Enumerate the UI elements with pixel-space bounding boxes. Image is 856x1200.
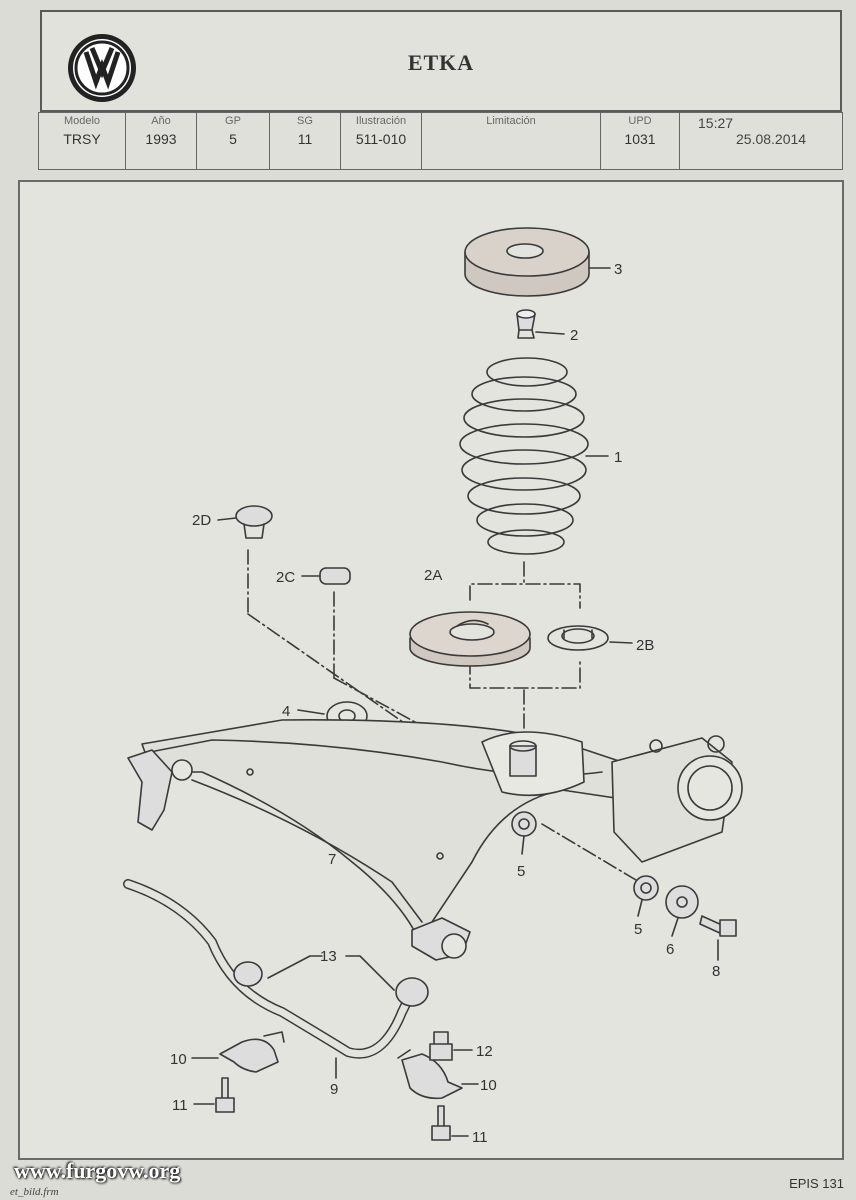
- limitacion-cell: Limitación: [421, 112, 601, 170]
- time-value: 15:27: [698, 115, 734, 131]
- callout-12: 12: [476, 1043, 493, 1060]
- bolt-11-icon-2: [431, 1105, 451, 1141]
- gp-label: GP: [225, 115, 241, 127]
- callout-4: 4: [282, 703, 290, 720]
- ilustracion-label: Ilustración: [355, 115, 407, 127]
- callout-10-left: 10: [170, 1051, 187, 1068]
- callout-9: 9: [330, 1081, 338, 1098]
- ring-icon: [547, 625, 609, 651]
- modelo-label: Modelo: [63, 115, 101, 127]
- page-id: EPIS 131: [789, 1176, 844, 1191]
- callout-5-upper: 5: [517, 863, 525, 880]
- bushing-icon-2: [633, 875, 659, 901]
- callout-1: 1: [614, 449, 622, 466]
- callout-2d: 2D: [192, 512, 211, 529]
- wheel-hub-icon: [611, 735, 743, 863]
- date-value: 25.08.2014: [736, 131, 807, 147]
- callout-2a: 2A: [424, 567, 442, 584]
- limitacion-label: Limitación: [486, 115, 536, 127]
- diagram-svg: 3 2 1 2D 2C 2A 2B 4 7 5 5 6 8 13 9 10 10…: [123, 227, 743, 1146]
- bushing-icon: [511, 811, 537, 837]
- callout-10-right: 10: [480, 1077, 497, 1094]
- stabilizer-bar-icon: [123, 879, 429, 1059]
- bump-stop-icon: [516, 309, 536, 339]
- ano-cell: Año 1993: [125, 112, 197, 170]
- washer-icon: [665, 885, 699, 919]
- callout-11-right: 11: [472, 1129, 488, 1146]
- meta-table: Modelo TRSY Año 1993 GP 5 SG 11 Ilustrac…: [38, 112, 843, 170]
- sg-cell: SG 11: [269, 112, 341, 170]
- ilustracion-cell: Ilustración 511-010: [340, 112, 422, 170]
- ilustracion-value: 511-010: [355, 131, 407, 147]
- exploded-diagram: 3 2 1 2D 2C 2A 2B 4 7 5 5 6 8 13 9 10 10…: [18, 180, 844, 1160]
- sg-label: SG: [297, 115, 313, 127]
- axle-beam-icon: [127, 719, 653, 961]
- callout-2c: 2C: [276, 569, 295, 586]
- header-box: ETKA: [40, 10, 842, 112]
- ano-value: 1993: [145, 131, 177, 147]
- callout-7: 7: [328, 851, 336, 868]
- vw-logo: [66, 32, 138, 104]
- callout-3: 3: [614, 261, 622, 278]
- bolt-11-icon: [215, 1077, 235, 1113]
- clip-icon: [235, 505, 273, 539]
- callout-2b: 2B: [636, 637, 654, 654]
- callout-5-lower: 5: [634, 921, 642, 938]
- gp-value: 5: [229, 131, 237, 147]
- upd-label: UPD: [628, 115, 652, 127]
- watermark: www.furgovw.org: [14, 1158, 181, 1183]
- ano-label: Año: [151, 115, 171, 127]
- gp-cell: GP 5: [196, 112, 270, 170]
- form-name: et_bild.frm: [10, 1186, 59, 1198]
- callout-8: 8: [712, 963, 720, 980]
- nut-icon: [429, 1031, 453, 1061]
- small-block-icon: [319, 567, 351, 585]
- clamp-icon: [219, 1031, 285, 1073]
- callout-11-left: 11: [172, 1097, 188, 1114]
- upd-value: 1031: [624, 131, 656, 147]
- callout-6: 6: [666, 941, 674, 958]
- bolt-8-icon: [699, 915, 737, 937]
- sg-value: 11: [297, 131, 313, 147]
- modelo-cell: Modelo TRSY: [38, 112, 126, 170]
- rubber-pad-icon: [464, 227, 590, 297]
- callout-2: 2: [570, 327, 578, 344]
- datetime-cell: 15:27 25.08.2014: [679, 112, 843, 170]
- coil-spring-icon: [459, 357, 589, 555]
- upd-cell: UPD 1031: [600, 112, 680, 170]
- app-title: ETKA: [407, 50, 475, 75]
- spring-seat-icon: [409, 611, 531, 667]
- modelo-value: TRSY: [63, 131, 101, 147]
- callout-13: 13: [320, 948, 337, 965]
